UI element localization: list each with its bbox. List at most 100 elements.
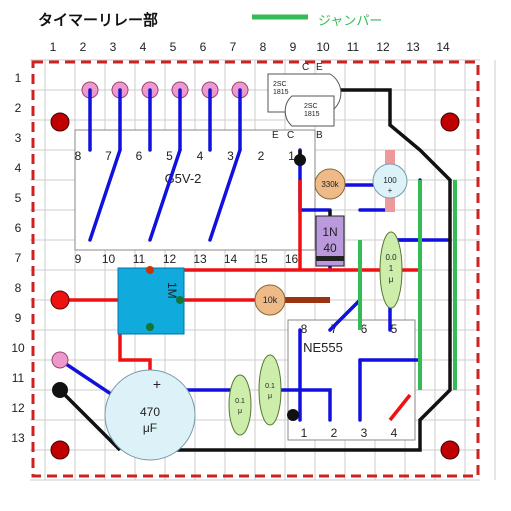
mounting-hole — [440, 112, 460, 132]
relay-pin-label: 9 — [75, 252, 82, 266]
row-label: 11 — [12, 371, 25, 385]
column-label: 10 — [316, 40, 330, 54]
column-label: 14 — [436, 40, 450, 54]
column-label: 5 — [170, 40, 177, 54]
ic-pin-label: 5 — [391, 322, 398, 336]
relay-pin-label: 3 — [227, 149, 234, 163]
cap-01-b-v1: 0.1 — [265, 383, 275, 390]
row-label: 2 — [15, 101, 22, 115]
pot-pin — [176, 296, 184, 304]
row-label: 12 — [11, 401, 25, 415]
transistor-bottom — [284, 95, 335, 127]
mounting-hole — [50, 112, 70, 132]
ic-body — [287, 319, 416, 441]
board-boundary — [31, 60, 480, 478]
column-label: 12 — [376, 40, 390, 54]
pad-black — [52, 382, 68, 398]
resistor-330k — [314, 168, 346, 200]
relay-pin-label: 16 — [285, 252, 299, 266]
column-label: 8 — [260, 40, 267, 54]
column-label: 6 — [200, 40, 207, 54]
cap-01-a-v2: μ — [238, 408, 242, 415]
ic-pin-label: 3 — [361, 426, 368, 440]
transistor-top-part: 1815 — [273, 89, 289, 96]
page-title: タイマーリレー部 — [38, 12, 159, 29]
cap-001-v3: μ — [389, 275, 394, 284]
pad-red — [50, 290, 70, 310]
transistor-bottom-part: 2SC — [304, 103, 318, 110]
green-jumpers — [358, 180, 457, 390]
transistor-top-part: 2SC — [273, 81, 287, 88]
ic-pin-label: 7 — [331, 322, 338, 336]
ic-pin-label: 8 — [301, 322, 308, 336]
row-label: 10 — [11, 341, 25, 355]
ic-pin-label: 4 — [391, 426, 398, 440]
row-label: 4 — [15, 161, 22, 175]
cap-470 — [104, 369, 196, 461]
relay-pin-label: 13 — [193, 252, 207, 266]
relay-name: G5V-2 — [165, 171, 202, 186]
relay-pin-label: 8 — [75, 149, 82, 163]
column-label: 13 — [406, 40, 420, 54]
relay-pin-label: 10 — [102, 252, 116, 266]
column-label: 2 — [80, 40, 87, 54]
cap-001-v1: 0.0 — [385, 253, 397, 262]
mounting-hole — [50, 440, 70, 460]
row-label: 5 — [15, 191, 22, 205]
row-label: 9 — [15, 311, 22, 325]
cap-01-b-v2: μ — [268, 393, 272, 400]
column-label: 9 — [290, 40, 297, 54]
cap-01-b — [258, 354, 282, 426]
cap-470-v2: μF — [143, 421, 157, 435]
pad-black-small — [287, 409, 299, 421]
cap-100 — [372, 163, 408, 199]
transistor-bottom-pin-e: E — [272, 130, 279, 141]
transistor-bottom-part: 1815 — [304, 111, 320, 118]
row-label: 8 — [15, 281, 22, 295]
cap-470-v1: 470 — [140, 405, 160, 419]
relay-pin-label: 4 — [197, 149, 204, 163]
relay-body — [74, 129, 316, 251]
resistor-10k-label: 10k — [263, 295, 278, 305]
transistor-bottom-pin-c: C — [287, 130, 294, 141]
column-label: 4 — [140, 40, 147, 54]
cap-100-sign: + — [388, 186, 393, 195]
cap-001-v2: 1 — [389, 264, 394, 273]
cap-01-a — [228, 374, 252, 436]
pot-pin — [146, 266, 154, 274]
row-label: 13 — [11, 431, 25, 445]
resistor-330k-label: 330k — [321, 180, 339, 189]
column-label: 1 — [50, 40, 57, 54]
relay-pin-label: 14 — [224, 252, 238, 266]
pad-pink — [51, 351, 69, 369]
cap-01-a-v1: 0.1 — [235, 398, 245, 405]
pot-pin — [146, 323, 154, 331]
pot-label: 1M — [165, 282, 179, 299]
pot-1m — [117, 267, 185, 335]
relay-pin-label: 15 — [254, 252, 268, 266]
diode-label-1: 1N — [322, 225, 337, 239]
mounting-hole — [440, 440, 460, 460]
column-label: 3 — [110, 40, 117, 54]
cap-001 — [379, 231, 403, 309]
relay-pin-label: 6 — [136, 149, 143, 163]
ic-pin-label: 2 — [331, 426, 338, 440]
pad-black-small — [294, 154, 306, 166]
relay-pin-label: 7 — [105, 149, 112, 163]
ic-pin-label: 6 — [361, 322, 368, 336]
mounting-holes — [50, 112, 460, 460]
row-label: 7 — [15, 251, 22, 265]
relay-pin-label: 1 — [288, 149, 295, 163]
transistor-top-pin-c: C — [302, 62, 309, 73]
row-label: 6 — [15, 221, 22, 235]
ic-name: NE555 — [303, 340, 343, 355]
relay-pin-label: 12 — [163, 252, 177, 266]
transistor-top-pin-e: E — [316, 62, 323, 73]
diode-band — [316, 256, 344, 261]
